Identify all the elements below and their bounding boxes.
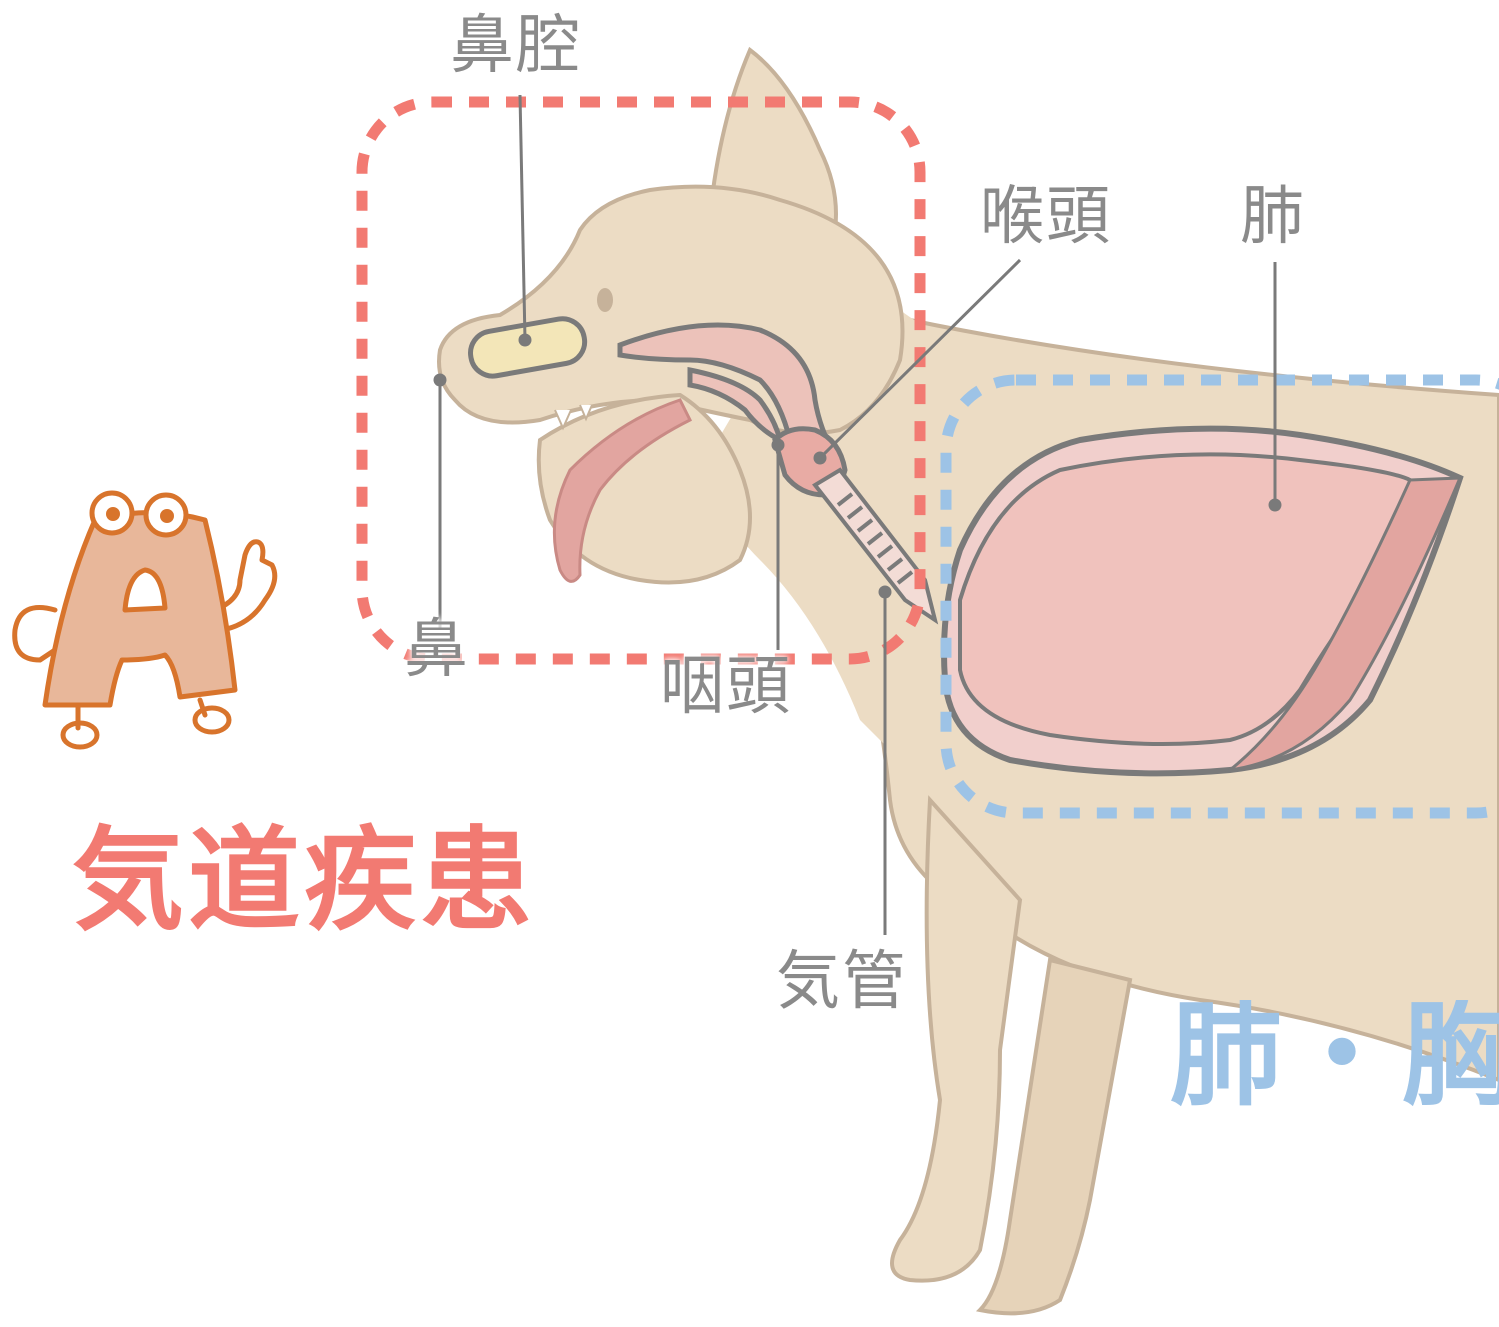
label-nasal-cavity: 鼻腔	[450, 14, 582, 78]
leader-dot-larynx	[815, 453, 825, 463]
mascot-right-foot	[195, 708, 229, 732]
leader-dot-trachea	[880, 587, 890, 597]
mascot-left-arm	[15, 608, 55, 661]
leader-dot-nose	[435, 375, 445, 385]
letter-a-mascot-pointing-icon	[15, 493, 275, 747]
leader-dot-nasal-cavity	[520, 335, 530, 345]
lung-chest-disease-title: 肺・胸	[1170, 1000, 1499, 1112]
leader-dot-lung	[1270, 500, 1280, 510]
dog-eye	[597, 288, 613, 312]
label-nose: 鼻	[404, 618, 470, 682]
label-trachea: 気管	[776, 950, 908, 1014]
label-pharynx: 咽頭	[660, 655, 792, 719]
leader-dot-pharynx	[773, 440, 783, 450]
label-larynx: 喉頭	[980, 185, 1112, 249]
airway-disease-title: 気道疾患	[72, 825, 536, 937]
label-lung: 肺	[1240, 185, 1306, 249]
